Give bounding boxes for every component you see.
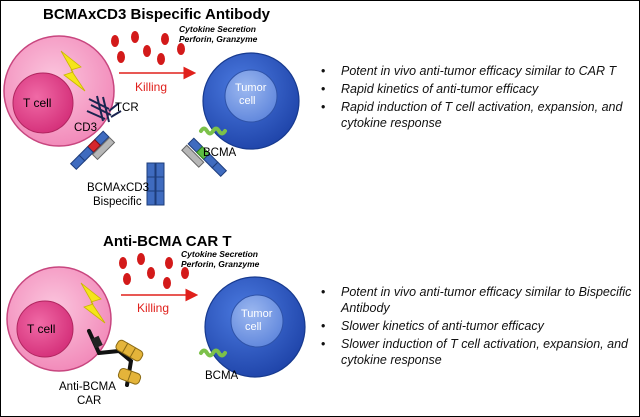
panel2-t-cell-label: T cell xyxy=(27,322,55,336)
panel2-killing-label: Killing xyxy=(137,301,169,315)
panel1-lightning-icon xyxy=(60,50,86,92)
panel2-tumor-label-line1: Tumor xyxy=(241,308,273,320)
panel1-killing-label: Killing xyxy=(135,80,167,94)
panel2-bullet-3: Slower induction of T cell activation, e… xyxy=(317,336,635,368)
panel2-bcma-receptor-icon xyxy=(199,348,227,358)
panel1-t-cell xyxy=(3,35,115,147)
panel1-tcr-label: TCR xyxy=(115,102,139,114)
panel1-cytokine-label-line1: Cytokine Secretion xyxy=(179,24,256,34)
panel1-cytokine-droplets xyxy=(111,31,185,65)
panel1-tumor-label-line1: Tumor xyxy=(235,82,267,94)
panel2-tumor-cell xyxy=(204,276,306,378)
panel2-bcma-label: BCMA xyxy=(205,370,239,382)
panel1-bcma-label: BCMA xyxy=(203,147,237,159)
panel1-bullet-list: Potent in vivo anti-tumor efficacy simil… xyxy=(317,63,635,133)
panel2-cytokine-label-line2: Perforin, Granzyme xyxy=(181,259,260,269)
panel1-title: BCMAxCD3 Bispecific Antibody xyxy=(43,6,270,23)
panel1-antibody-label-line2: Bispecific xyxy=(93,196,142,208)
panel1-tumor-cell xyxy=(202,52,300,150)
panel2-bullet-2: Slower kinetics of anti-tumor efficacy xyxy=(317,318,635,334)
panel2-bullet-1: Potent in vivo anti-tumor efficacy simil… xyxy=(317,284,635,316)
panel1-bispecific-antibody-icon xyxy=(69,130,228,206)
panel2-title: Anti-BCMA CAR T xyxy=(103,233,232,250)
panel2-t-cell xyxy=(6,266,112,372)
panel2-tumor-label-line2: cell xyxy=(245,321,262,333)
panel2-lightning-icon xyxy=(80,282,106,324)
panel1-tcr-cd3-icon xyxy=(86,95,122,123)
panel2-cytokine-label-line1: Cytokine Secretion xyxy=(181,249,258,259)
panel2-bullet-list: Potent in vivo anti-tumor efficacy simil… xyxy=(317,284,635,370)
panel1-antibody-label-line1: BCMAxCD3 xyxy=(87,182,149,194)
panel1-bullet-2: Rapid kinetics of anti-tumor efficacy xyxy=(317,81,635,97)
panel2-car-construct-icon xyxy=(87,329,144,387)
panel1-cytokine-label-line2: Perforin, Granzyme xyxy=(179,34,258,44)
panel2-car-label-line1: Anti-BCMA xyxy=(59,381,116,393)
panel1-cd3-label: CD3 xyxy=(74,122,97,134)
panel1-tumor-label-line2: cell xyxy=(239,95,256,107)
panel1-bullet-1: Potent in vivo anti-tumor efficacy simil… xyxy=(317,63,635,79)
panel1-bcma-receptor-icon xyxy=(199,126,227,136)
panel2-car-label-line2: CAR xyxy=(77,395,101,407)
panel1-t-cell-label: T cell xyxy=(23,96,51,110)
panel2-cytokine-droplets xyxy=(119,253,189,289)
panel1-bullet-3: Rapid induction of T cell activation, ex… xyxy=(317,99,635,131)
